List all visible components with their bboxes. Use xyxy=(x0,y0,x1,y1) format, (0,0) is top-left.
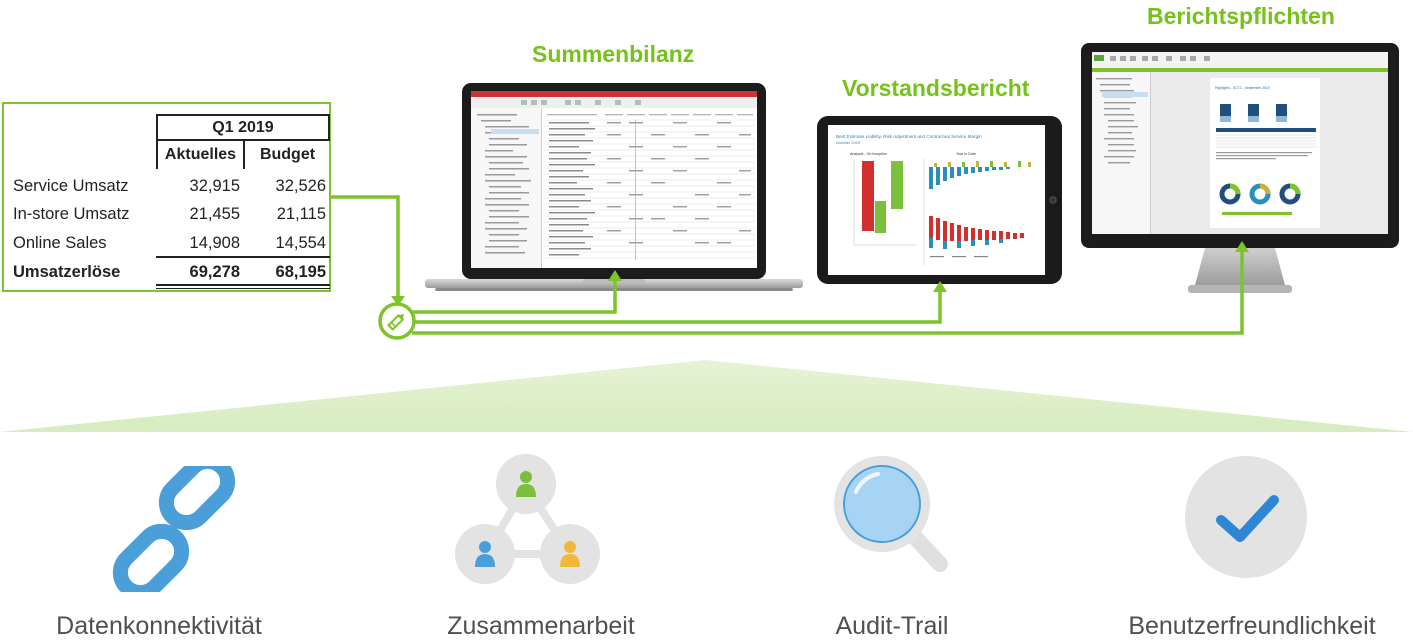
hub-to-tablet-connector xyxy=(412,292,942,324)
financial-table: Q1 2019 Aktuelles Budget Service Umsatz … xyxy=(2,102,331,292)
tablet-right-chart-title: Year to Date xyxy=(956,152,976,156)
monitor-illustration: Highlights - SCT2 - September 2019 xyxy=(1081,43,1399,293)
feature-label-benutzerfreundlichkeit: Benutzerfreundlichkeit xyxy=(1128,612,1376,640)
tablet-report-title: Best Estimate Liability, Risk Adjustment… xyxy=(836,134,982,139)
connector-lines xyxy=(331,195,1249,340)
row-label: In-store Umsatz xyxy=(13,205,130,223)
pencil-icon xyxy=(387,313,405,331)
monitor-report-title: Highlights - SCT2 - September 2019 xyxy=(1215,86,1270,90)
row-label: Service Umsatz xyxy=(13,177,129,195)
checkmark-icon xyxy=(1185,456,1307,578)
total-budget: 68,195 xyxy=(275,263,326,281)
feature-label-datenkonnektivitaet: Datenkonnektivität xyxy=(56,612,262,640)
row-budget: 32,526 xyxy=(275,177,326,195)
arrowhead-up-tablet xyxy=(933,281,947,292)
total-label: Umsatzerlöse xyxy=(13,263,121,281)
feature-label-zusammenarbeit: Zusammenarbeit xyxy=(447,612,635,640)
row-actual: 21,455 xyxy=(189,205,240,223)
row-label: Online Sales xyxy=(13,234,107,252)
column-header-budget: Budget xyxy=(259,146,316,163)
arrowhead-up-laptop xyxy=(608,270,622,281)
subtotal-rule xyxy=(156,256,330,258)
magnifier-icon xyxy=(834,456,948,572)
arrowhead-down xyxy=(391,296,405,306)
link-chain-icon xyxy=(112,466,236,592)
column-header-actual: Aktuelles xyxy=(164,146,237,163)
tablet-report-date: October 2019 xyxy=(836,140,861,145)
table-column-divider xyxy=(243,141,245,169)
hub-node xyxy=(378,302,416,340)
feature-band xyxy=(0,360,1413,432)
total-double-rule-bottom xyxy=(156,287,330,289)
row-actual: 32,915 xyxy=(189,177,240,195)
person-icon-yellow xyxy=(560,541,580,567)
monitor-title: Berichtspflichten xyxy=(1147,3,1335,29)
total-double-rule-top xyxy=(156,284,330,286)
tablet-illustration: Best Estimate Liability, Risk Adjustment… xyxy=(817,116,1062,284)
hub-to-monitor-connector xyxy=(412,252,1244,335)
period-header: Q1 2019 xyxy=(156,114,330,141)
row-actual: 14,908 xyxy=(189,234,240,252)
tablet-title: Vorstandsbericht xyxy=(842,75,1030,101)
table-to-hub-connector xyxy=(331,195,400,298)
hub-to-laptop-connector xyxy=(412,280,617,314)
row-budget: 14,554 xyxy=(275,234,326,252)
arrowhead-up-monitor xyxy=(1235,241,1249,252)
table-left-border xyxy=(156,141,158,169)
tablet-left-chart-title: Analysis - On Inception xyxy=(850,152,887,156)
laptop-title: Summenbilanz xyxy=(532,41,695,67)
collaboration-network-icon xyxy=(455,454,600,584)
feature-label-audit-trail: Audit-Trail xyxy=(835,612,949,640)
person-icon-green xyxy=(516,471,536,497)
person-icon-blue xyxy=(475,541,495,567)
row-budget: 21,115 xyxy=(276,205,326,223)
laptop-illustration xyxy=(425,83,803,291)
total-actual: 69,278 xyxy=(189,263,240,281)
